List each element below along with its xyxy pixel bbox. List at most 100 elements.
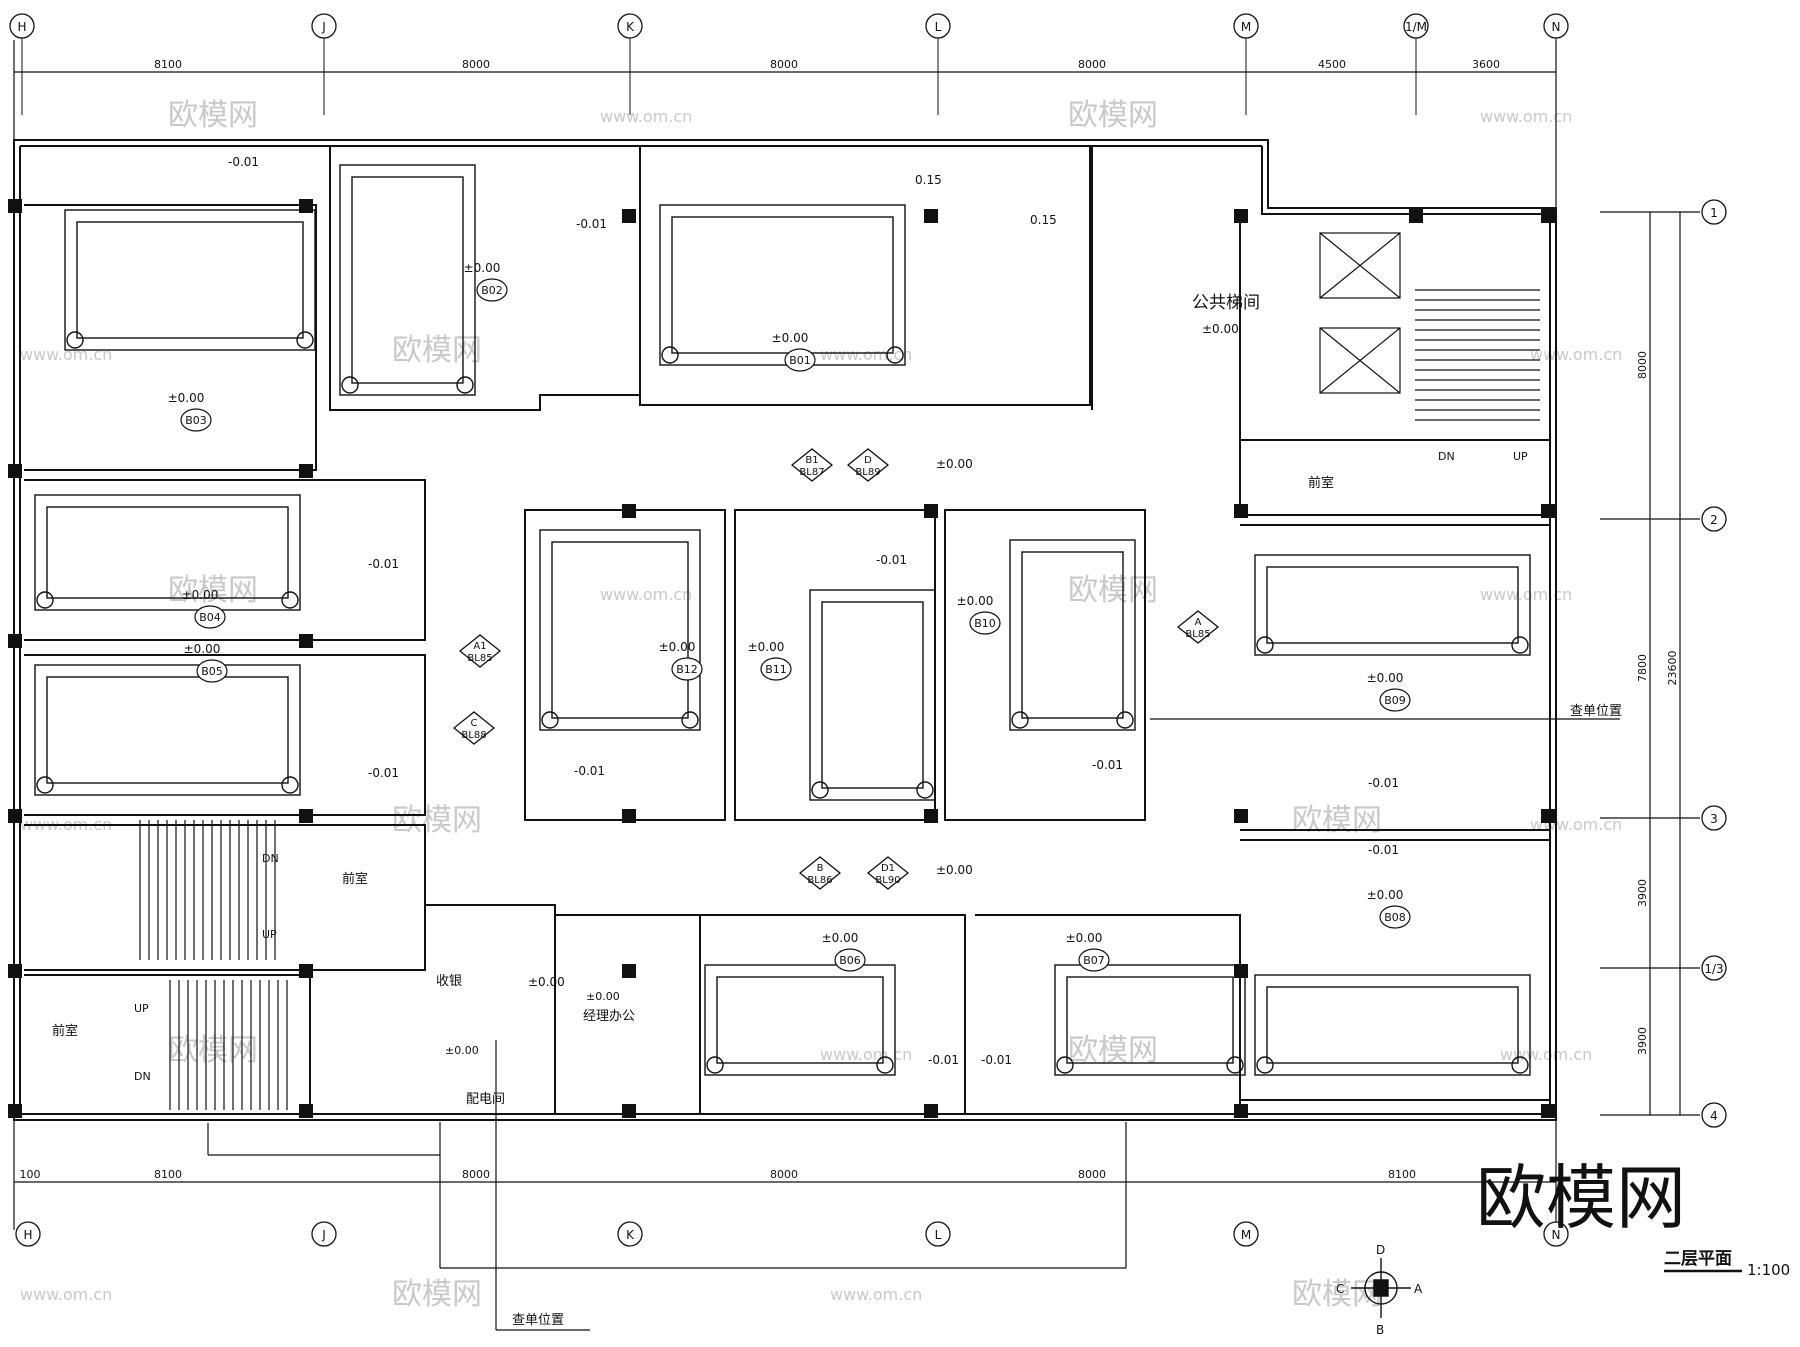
elevation-marker-top: D [864,455,872,466]
grid-label: 4 [1710,1109,1718,1123]
dimension-text: 8000 [462,1168,490,1181]
column [622,809,636,823]
structural-columns [8,199,1555,1118]
lobby-label-ne: 前室 [1308,475,1334,491]
column [622,1104,636,1118]
elevation-marker-bottom: BL86 [807,875,832,886]
dimension-text: 7800 [1636,654,1649,682]
column [1234,809,1248,823]
corridor-level-n: ±0.00 [936,457,973,471]
room-level: ±0.00 [748,640,785,654]
watermark-url: www.om.cn [1480,107,1572,126]
elevation-marker [846,448,890,482]
stair-dn-ne: DN [1438,450,1455,463]
dimension-text: 8100 [154,58,182,71]
column [1234,504,1248,518]
wc-level-1: -0.01 [228,155,259,169]
dimension-text: 3600 [1472,58,1500,71]
wc-level-10: -0.01 [1368,843,1399,857]
manager-office-level: ±0.00 [586,990,620,1003]
sofa-inner [551,541,689,719]
dimension-lines [13,40,1700,1331]
elevator-cross [1319,327,1401,394]
sofa-group [704,964,896,1076]
dimension-text: 8000 [1636,351,1649,379]
cashier-level: ±0.00 [445,1044,479,1057]
lamp-icon [1226,1056,1244,1074]
watermark-logo: 欧模网 [1292,803,1382,838]
lamp-icon [281,591,299,609]
room-name: B03 [185,414,207,427]
drawing-title: 二层平面 [1664,1249,1732,1269]
sofa-inner [46,506,289,599]
elevation-marker-bottom: BL85 [467,653,492,664]
lamp-icon [281,776,299,794]
sofa-inner [1021,551,1124,719]
room-name: B01 [789,354,811,367]
watermark-url: www.om.cn [20,1285,112,1304]
watermark-url: www.om.cn [600,107,692,126]
sofa-group [64,209,316,351]
lamp-icon [886,346,904,364]
lamp-icon [341,376,359,394]
wc-level-3: 0.15 [1030,213,1057,227]
compass-icon [1351,1258,1411,1318]
sofa-group [1009,539,1136,731]
room-tag [194,605,226,629]
lamp-icon [456,376,474,394]
watermark-url: www.om.cn [830,1285,922,1304]
room-name: B08 [1384,911,1406,924]
dimension-text: 4500 [1318,58,1346,71]
grid-label: N [1552,20,1561,34]
dimension-text: 100 [20,1168,41,1181]
compass-north: D [1376,1243,1385,1257]
column [622,504,636,518]
lamp-icon [1116,711,1134,729]
furniture-layer [34,164,1531,1076]
room-name: B10 [974,617,996,630]
grid-bubble [1701,1102,1727,1128]
sofa-inner [716,976,884,1064]
column [8,199,22,213]
elevator-cross [1319,232,1401,299]
dimension-text: 8000 [462,58,490,71]
dimension-text: 8100 [1388,1168,1416,1181]
elevator-shaft [1319,232,1401,299]
room-level: ±0.00 [464,261,501,275]
room-tag [671,657,703,681]
elevation-marker-bottom: BL85 [1185,629,1210,640]
elevation-marker [458,634,502,668]
dimension-text: 3900 [1636,1027,1649,1055]
watermark-logo: 欧模网 [392,1277,482,1312]
ordering-label-east: 查单位置 [1570,704,1622,719]
room-tag [784,348,816,372]
grid-label: J [321,20,326,34]
lamp-icon [876,1056,894,1074]
corridor-level-mid: ±0.00 [528,975,565,989]
grid-bubble [1701,199,1727,225]
watermark-logo: 欧模网 [1068,98,1158,133]
elevation-marker-top: A1 [473,641,486,652]
room-tag [969,611,1001,635]
column [1234,964,1248,978]
lamp-icon [681,711,699,729]
room-tag [180,408,212,432]
sofa-inner [76,221,304,339]
wc-level-7: -0.01 [574,764,605,778]
wc-level-5: -0.01 [368,766,399,780]
grid-bubble [617,1221,643,1247]
grid-bubble [1543,1221,1569,1247]
dimension-text: 3900 [1636,879,1649,907]
column [1409,209,1423,223]
sofa-inner [821,601,924,789]
column [1234,209,1248,223]
wc-level-8: -0.01 [1092,758,1123,772]
grid-bubble [925,1221,951,1247]
lamp-icon [1011,711,1029,729]
grid-bubble [15,1221,41,1247]
lamp-icon [36,591,54,609]
wc-level-11: -0.01 [928,1053,959,1067]
drawing-scale: 1:100 [1747,1261,1790,1279]
watermark-logo-large: 欧模网 [1476,1157,1686,1239]
